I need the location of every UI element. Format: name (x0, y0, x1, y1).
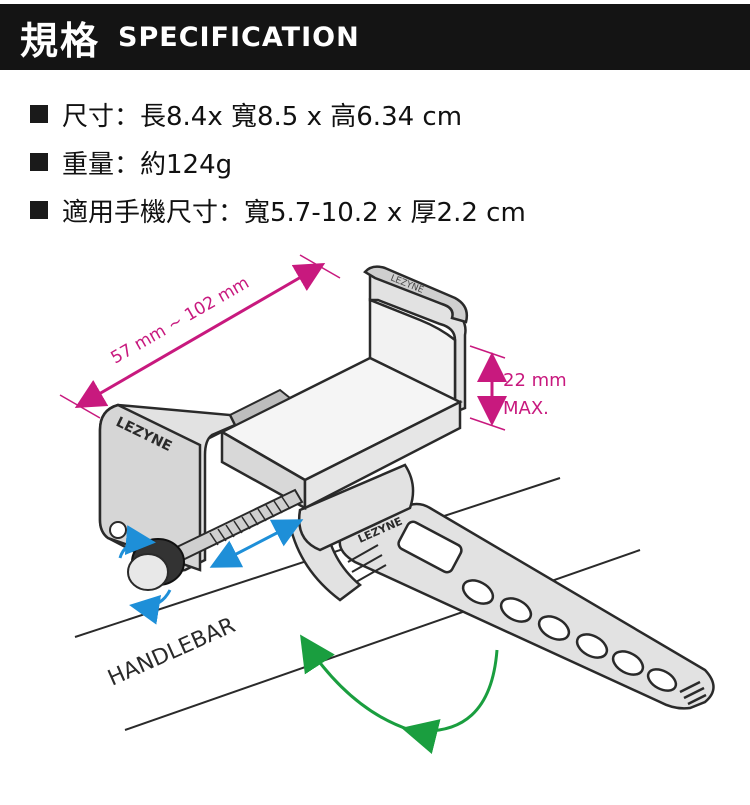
band-ribs (347, 544, 387, 583)
depth-dimension (469, 345, 507, 431)
width-dimension (59, 254, 341, 419)
depth-dimension-value: 22 mm (503, 370, 567, 391)
depth-dimension-note: MAX. (503, 398, 549, 419)
spec-item-size: 尺寸：長8.4x 寬8.5 x 高6.34 cm (30, 90, 526, 138)
spec-text: 尺寸：長8.4x 寬8.5 x 高6.34 cm (62, 101, 463, 132)
rotation-arrow-head (401, 719, 441, 755)
square-bullet-icon (30, 201, 48, 219)
cradle-top-lip (363, 265, 469, 324)
spec-item-weight: 重量：約124g (30, 138, 526, 186)
title-english: SPECIFICATION (118, 21, 360, 53)
cradle-seat (368, 298, 457, 403)
spec-list: 尺寸：長8.4x 寬8.5 x 高6.34 cm 重量：約124g 適用手機尺寸… (30, 90, 526, 234)
square-bullet-icon (30, 153, 48, 171)
rotate-arrows-icon (118, 525, 172, 625)
width-dimension-label: 57 mm ~ 102 mm (108, 273, 253, 368)
spec-item-phone-size: 適用手機尺寸：寬5.7-10.2 x 厚2.2 cm (30, 186, 526, 234)
spec-text: 適用手機尺寸：寬5.7-10.2 x 厚2.2 cm (62, 197, 526, 228)
handlebar-label: HANDLEBAR (104, 613, 239, 691)
mount-illustration: HANDLEBAR LEZYNE (59, 254, 715, 755)
square-bullet-icon (30, 105, 48, 123)
title-banner: 規格 SPECIFICATION (0, 4, 750, 70)
title-chinese: 規格 (20, 18, 101, 63)
product-diagram: HANDLEBAR LEZYNE (0, 240, 750, 801)
strap (338, 502, 715, 710)
rotation-arrow-icon (300, 634, 499, 733)
spec-text: 重量：約124g (62, 149, 233, 180)
sliding-jaw-side (303, 399, 462, 511)
jaw-screw-icon (109, 521, 127, 539)
clamp-range-arrow (209, 519, 304, 568)
